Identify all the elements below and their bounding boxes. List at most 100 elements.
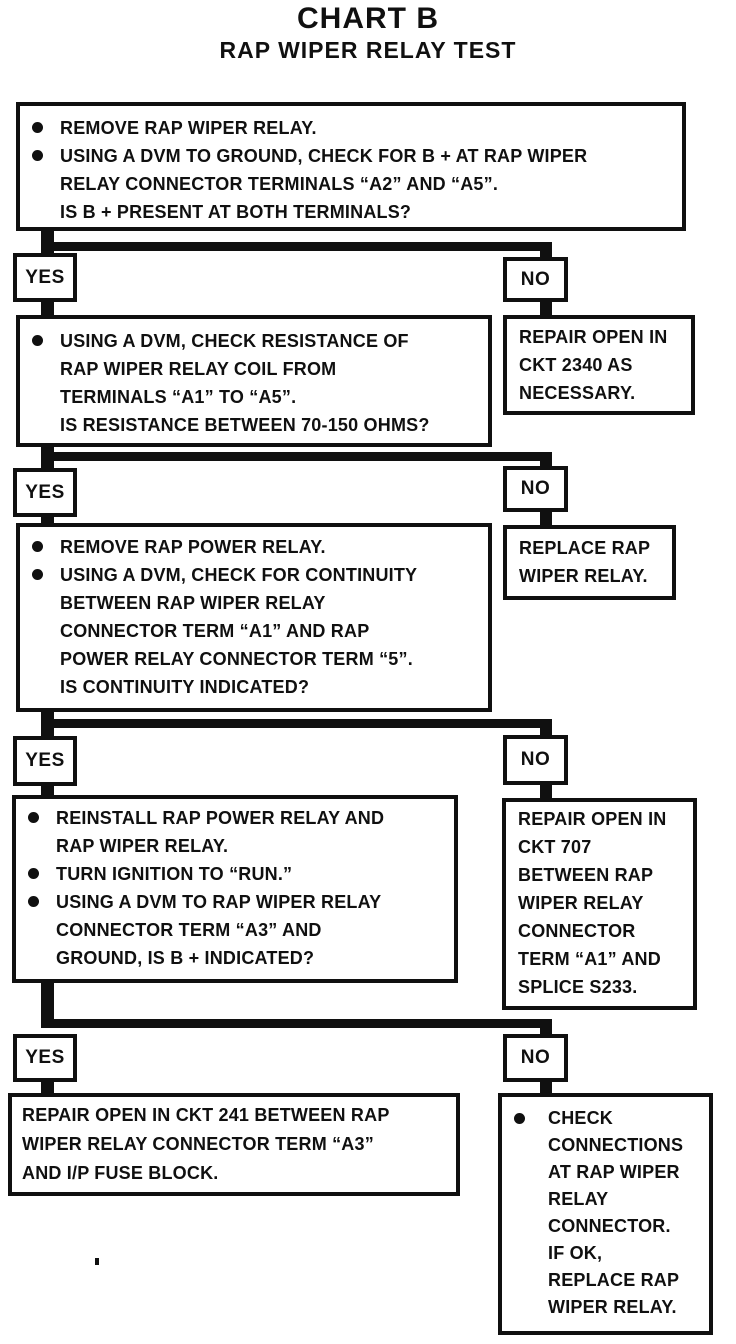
list-item: POWER RELAY CONNECTOR TERM “5”.	[20, 645, 488, 673]
no-label-4: NO	[503, 1034, 568, 1082]
yes-label-2: YES	[13, 468, 77, 517]
list-item: WIPER RELAY	[506, 889, 693, 917]
action-box-repair-ckt-2340: REPAIR OPEN IN CKT 2340 AS NECESSARY.	[503, 315, 695, 415]
list-item: REPAIR OPEN IN	[507, 323, 691, 351]
step-text: RAP WIPER RELAY.	[56, 836, 229, 856]
list-item: AND I/P FUSE BLOCK.	[12, 1159, 456, 1188]
step-text: USING A DVM TO GROUND, CHECK FOR B + AT …	[60, 146, 588, 166]
connector-horizontal	[41, 242, 552, 251]
bullet-icon	[28, 812, 39, 823]
step-text: TERM “A1” AND	[518, 949, 661, 969]
action-box-replace-relay: REPLACE RAP WIPER RELAY.	[503, 525, 676, 600]
yes-text: YES	[25, 266, 65, 288]
step-text: POWER RELAY CONNECTOR TERM “5”.	[60, 649, 413, 669]
step-text: REPLACE RAP	[548, 1270, 680, 1290]
list-item: USING A DVM TO GROUND, CHECK FOR B + AT …	[20, 142, 682, 170]
no-label-1: NO	[503, 257, 568, 302]
step-text: BETWEEN RAP WIPER RELAY	[60, 593, 326, 613]
scan-artifact-dot	[95, 1258, 99, 1265]
step-text: USING A DVM, CHECK FOR CONTINUITY	[60, 565, 418, 585]
connector-horizontal	[41, 452, 552, 461]
connector-vertical	[540, 1019, 552, 1036]
list-item: CKT 2340 AS	[507, 351, 691, 379]
yes-label-1: YES	[13, 253, 77, 302]
list-item: CONNECTOR TERM “A3” AND	[16, 916, 454, 944]
action-box-check-connections: CHECK CONNECTIONS AT RAP WIPER RELAY CON…	[498, 1093, 713, 1335]
list-item: WIPER RELAY CONNECTOR TERM “A3”	[12, 1130, 456, 1159]
step-text: GROUND, IS B + INDICATED?	[56, 948, 315, 968]
decision-box-3: REMOVE RAP POWER RELAY. USING A DVM, CHE…	[16, 523, 492, 712]
list-item: RELAY CONNECTOR TERMINALS “A2” AND “A5”.	[20, 170, 682, 198]
list-item: SPLICE S233.	[506, 973, 693, 1001]
list-item: BETWEEN RAP	[506, 861, 693, 889]
decision-box-1: REMOVE RAP WIPER RELAY. USING A DVM TO G…	[16, 102, 686, 231]
step-text: REMOVE RAP POWER RELAY.	[60, 537, 326, 557]
list-item: REMOVE RAP POWER RELAY.	[20, 533, 488, 561]
step-text: CKT 2340 AS	[519, 355, 633, 375]
step-text: RELAY CONNECTOR TERMINALS “A2” AND “A5”.	[60, 174, 499, 194]
step-text: CONNECTOR TERM “A1” AND RAP	[60, 621, 370, 641]
step-text: IS CONTINUITY INDICATED?	[60, 677, 310, 697]
connector-horizontal	[41, 719, 552, 728]
list-item: GROUND, IS B + INDICATED?	[16, 944, 454, 972]
list-item: REPLACE RAP	[507, 534, 672, 562]
page-title: CHART B	[297, 2, 439, 35]
yes-text: YES	[25, 481, 65, 503]
bullet-icon	[32, 122, 43, 133]
step-text: TERMINALS “A1” TO “A5”.	[60, 387, 297, 407]
list-item: CONNECTOR.	[502, 1213, 709, 1240]
decision-box-4: REINSTALL RAP POWER RELAY AND RAP WIPER …	[12, 795, 458, 983]
bullet-icon	[32, 541, 43, 552]
list-item: WIPER RELAY.	[502, 1294, 709, 1321]
decision-box-2: USING A DVM, CHECK RESISTANCE OF RAP WIP…	[16, 315, 492, 447]
list-item: CONNECTOR	[506, 917, 693, 945]
connector-vertical	[41, 300, 54, 317]
no-text: NO	[520, 749, 551, 770]
step-text: IS B + PRESENT AT BOTH TERMINALS?	[60, 202, 412, 222]
list-item: IS RESISTANCE BETWEEN 70-150 OHMS?	[20, 411, 488, 439]
list-item: CKT 707	[506, 833, 693, 861]
connector-vertical	[41, 981, 54, 1026]
list-item: IF OK,	[502, 1240, 709, 1267]
list-item: IS CONTINUITY INDICATED?	[20, 673, 488, 701]
connector-vertical	[540, 783, 552, 800]
list-item: TURN IGNITION TO “RUN.”	[16, 860, 454, 888]
step-text: NECESSARY.	[519, 383, 636, 403]
connector-vertical	[540, 719, 552, 736]
connector-vertical	[540, 452, 552, 467]
list-item: USING A DVM, CHECK FOR CONTINUITY	[20, 561, 488, 589]
list-item: BETWEEN RAP WIPER RELAY	[20, 589, 488, 617]
step-text: REPAIR OPEN IN CKT 241 BETWEEN RAP	[22, 1105, 390, 1125]
step-text: CONNECTOR.	[548, 1216, 671, 1236]
bullet-icon	[514, 1112, 525, 1124]
list-item: REPAIR OPEN IN CKT 241 BETWEEN RAP	[12, 1101, 456, 1130]
connector-vertical	[41, 784, 54, 797]
list-item: TERM “A1” AND	[506, 945, 693, 973]
list-item: AT RAP WIPER	[502, 1159, 709, 1186]
step-text: REPAIR OPEN IN	[518, 809, 667, 829]
yes-text: YES	[25, 750, 65, 771]
list-item: REMOVE RAP WIPER RELAY.	[20, 114, 682, 142]
list-item: TERMINALS “A1” TO “A5”.	[20, 383, 488, 411]
step-text: REMOVE RAP WIPER RELAY.	[60, 118, 317, 138]
bullet-icon	[32, 569, 43, 580]
step-text: TURN IGNITION TO “RUN.”	[56, 864, 293, 884]
connector-vertical	[540, 1080, 552, 1095]
page-subtitle: RAP WIPER RELAY TEST	[219, 37, 517, 63]
yes-text: YES	[25, 1047, 65, 1068]
connector-vertical	[41, 515, 54, 525]
step-text: BETWEEN RAP	[518, 865, 654, 885]
connector-vertical	[540, 510, 552, 527]
list-item: REPLACE RAP	[502, 1267, 709, 1294]
list-item: WIPER RELAY.	[507, 562, 672, 590]
step-text: CHECK	[548, 1108, 614, 1128]
list-item: RELAY	[502, 1186, 709, 1213]
list-item: REPAIR OPEN IN	[506, 805, 693, 833]
step-text: RAP WIPER RELAY COIL FROM	[60, 359, 337, 379]
yes-label-3: YES	[13, 736, 77, 786]
bullet-icon	[28, 896, 39, 907]
step-text: CONNECTIONS	[548, 1135, 684, 1155]
bullet-icon	[28, 868, 39, 879]
list-item: CONNECTIONS	[502, 1132, 709, 1159]
list-item: REINSTALL RAP POWER RELAY AND	[16, 804, 454, 832]
